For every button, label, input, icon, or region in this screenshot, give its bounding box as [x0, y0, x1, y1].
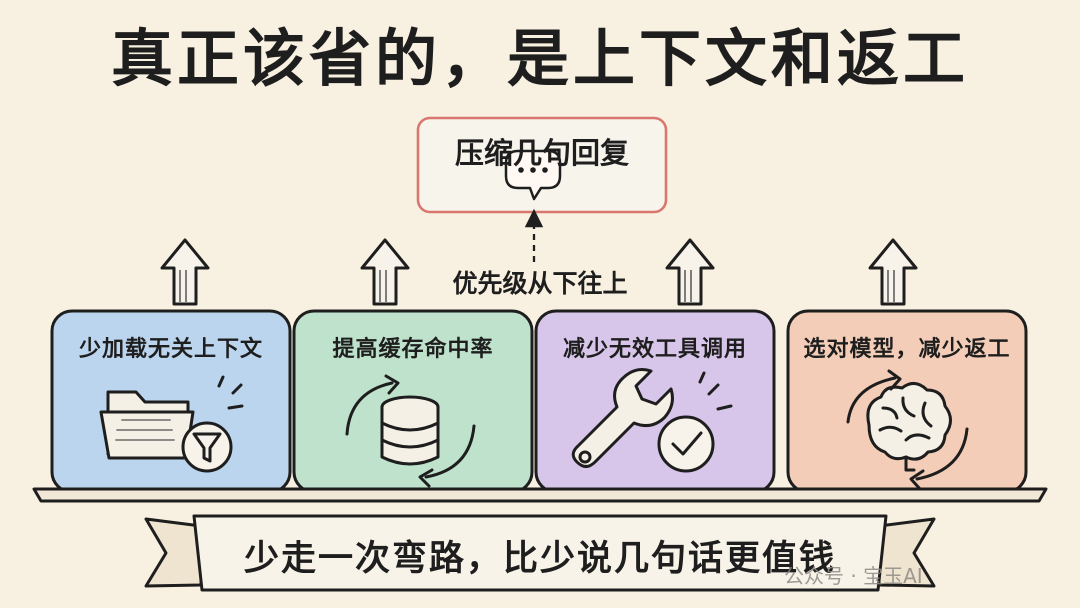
bottom-banner-text: 少走一次弯路，比少说几句话更值钱: [243, 539, 836, 579]
context-card: 少加载无关上下文: [52, 311, 290, 492]
page-title: 真正该省的，是上下文和返工: [110, 22, 969, 95]
brain-cycle-icon: [846, 369, 969, 491]
card-shelf: [32, 487, 1048, 503]
model-card: 选对模型，减少返工: [788, 311, 1026, 492]
cache-card-label: 提高缓存命中率: [332, 337, 494, 362]
folder-filter-icon: [99, 375, 244, 473]
cache-card: 提高缓存命中率: [294, 311, 532, 492]
model-card-label: 选对模型，减少返工: [803, 337, 1011, 362]
tool-card: 减少无效工具调用: [536, 311, 774, 492]
database-cycle-icon: [345, 374, 476, 488]
watermark-text: 公众号 · 宝玉AI: [784, 564, 923, 588]
tool-card-label: 减少无效工具调用: [562, 337, 747, 362]
priority-note: 优先级从下往上: [452, 269, 628, 298]
speech-bubble-icon: [504, 149, 562, 201]
top-goal-label: 压缩几句回复: [454, 136, 629, 170]
bottom-ribbon: [144, 514, 936, 592]
wrench-check-icon: [571, 368, 733, 473]
top-goal-card: 压缩几句回复: [418, 118, 666, 212]
context-card-label: 少加载无关上下文: [78, 337, 263, 362]
